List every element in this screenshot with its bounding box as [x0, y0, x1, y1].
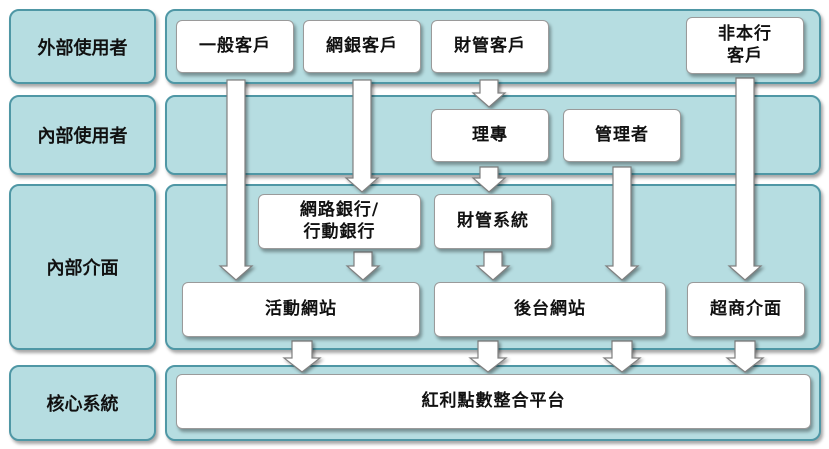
row-label-external-users: 外部使用者 — [9, 9, 156, 84]
row-label-internal-users: 內部使用者 — [9, 95, 156, 175]
row-label-core-system: 核心系統 — [9, 365, 156, 441]
node-convenience-store-interface[interactable]: 超商介面 — [687, 282, 805, 337]
node-backend-website[interactable]: 後台網站 — [434, 282, 666, 337]
node-wealth-customer[interactable]: 財管客戶 — [431, 20, 549, 73]
node-non-bank-customer[interactable]: 非本行 客戶 — [686, 17, 804, 74]
node-administrator[interactable]: 管理者 — [563, 109, 681, 162]
node-general-customer[interactable]: 一般客戶 — [176, 20, 294, 73]
node-campaign-website[interactable]: 活動網站 — [182, 282, 420, 337]
node-bonus-points-platform[interactable]: 紅利點數整合平台 — [176, 374, 811, 429]
row-label-text: 外部使用者 — [37, 37, 128, 59]
node-online-mobile-banking[interactable]: 網路銀行/ 行動銀行 — [258, 194, 421, 249]
row-label-internal-interface: 內部介面 — [9, 184, 156, 350]
node-netbank-customer[interactable]: 網銀客戶 — [303, 20, 421, 73]
row-label-text: 核心系統 — [46, 394, 119, 415]
node-wealth-system[interactable]: 財管系統 — [434, 194, 552, 249]
node-financial-advisor[interactable]: 理專 — [431, 109, 549, 162]
row-label-text: 內部介面 — [46, 258, 119, 279]
row-label-text: 內部使用者 — [37, 126, 128, 147]
